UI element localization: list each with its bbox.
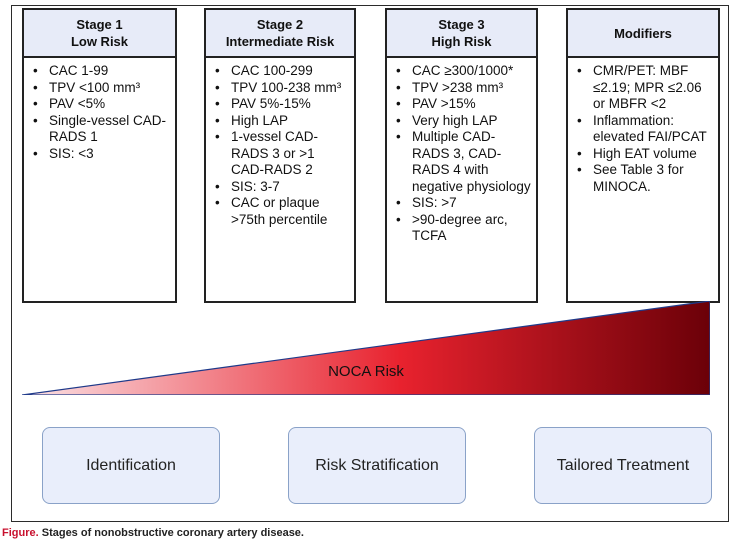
stage-1-item: CAC 1-99 bbox=[30, 63, 171, 80]
modifiers-item: CMR/PET: MBF ≤2.19; MPR ≤2.06 or MBFR <2 bbox=[574, 63, 714, 113]
stage-3-title: Stage 3 bbox=[438, 17, 485, 32]
stage-1-item: TPV <100 mm³ bbox=[30, 80, 171, 97]
stage-3-item: Multiple CAD-RADS 3, CAD-RADS 4 with neg… bbox=[393, 129, 532, 195]
stage-3-column: Stage 3 High Risk CAC ≥300/1000* TPV >23… bbox=[385, 8, 538, 303]
modifiers-title: Modifiers bbox=[614, 25, 672, 41]
stage-3-item: TPV >238 mm³ bbox=[393, 80, 532, 97]
stage-2-title: Stage 2 bbox=[256, 17, 304, 32]
stage-2-column: Stage 2 Intermediate Risk CAC 100-299 TP… bbox=[204, 8, 356, 303]
stage-3-item: CAC ≥300/1000* bbox=[393, 63, 532, 80]
stage-2-item: 1-vessel CAD-RADS 3 or >1 CAD-RADS 2 bbox=[212, 129, 350, 179]
stage-2-item: TPV 100-238 mm³ bbox=[212, 80, 350, 97]
stage-3-body: CAC ≥300/1000* TPV >238 mm³ PAV >15% Ver… bbox=[385, 58, 538, 303]
stage-1-item: SIS: <3 bbox=[30, 146, 171, 163]
outcome-risk-stratification: Risk Stratification bbox=[288, 427, 466, 504]
modifiers-item: High EAT volume bbox=[574, 146, 714, 163]
figure-caption-text: Stages of nonobstructive coronary artery… bbox=[38, 527, 304, 539]
outcome-tailored-treatment: Tailored Treatment bbox=[534, 427, 712, 504]
noca-risk-wedge: NOCA Risk bbox=[22, 301, 710, 395]
stage-3-header: Stage 3 High Risk bbox=[385, 8, 538, 58]
stage-2-item: CAC or plaque >75th percentile bbox=[212, 195, 350, 228]
stage-2-item: PAV 5%-15% bbox=[212, 96, 350, 113]
stage-3-item: Very high LAP bbox=[393, 113, 532, 130]
stage-1-title: Stage 1 bbox=[76, 17, 123, 32]
stage-1-body: CAC 1-99 TPV <100 mm³ PAV <5% Single-ves… bbox=[22, 58, 177, 303]
stage-1-header: Stage 1 Low Risk bbox=[22, 8, 177, 58]
stage-1-item: PAV <5% bbox=[30, 96, 171, 113]
stage-3-subtitle: High Risk bbox=[431, 34, 492, 49]
stage-2-item: High LAP bbox=[212, 113, 350, 130]
stage-1-item: Single-vessel CAD-RADS 1 bbox=[30, 113, 171, 146]
outcome-identification: Identification bbox=[42, 427, 220, 504]
risk-gradient-triangle bbox=[22, 301, 710, 395]
diagram-frame bbox=[11, 5, 729, 522]
stage-1-column: Stage 1 Low Risk CAC 1-99 TPV <100 mm³ P… bbox=[22, 8, 177, 303]
stage-1-subtitle: Low Risk bbox=[70, 34, 129, 49]
figure-caption: Figure. Stages of nonobstructive coronar… bbox=[2, 527, 304, 539]
modifiers-body: CMR/PET: MBF ≤2.19; MPR ≤2.06 or MBFR <2… bbox=[566, 58, 720, 303]
stage-2-body: CAC 100-299 TPV 100-238 mm³ PAV 5%-15% H… bbox=[204, 58, 356, 303]
modifiers-item: See Table 3 for MINOCA. bbox=[574, 162, 714, 195]
stage-2-header: Stage 2 Intermediate Risk bbox=[204, 8, 356, 58]
stage-2-subtitle: Intermediate Risk bbox=[225, 34, 335, 49]
modifiers-item: Inflammation: elevated FAI/PCAT bbox=[574, 113, 714, 146]
figure-caption-tag: Figure. bbox=[2, 527, 39, 539]
noca-risk-label: NOCA Risk bbox=[328, 363, 404, 380]
stage-3-item: PAV >15% bbox=[393, 96, 532, 113]
modifiers-column: Modifiers CMR/PET: MBF ≤2.19; MPR ≤2.06 … bbox=[566, 8, 720, 303]
stage-3-item: SIS: >7 bbox=[393, 195, 532, 212]
modifiers-header: Modifiers bbox=[566, 8, 720, 58]
stage-3-item: >90-degree arc, TCFA bbox=[393, 212, 532, 245]
risk-triangle-shape bbox=[22, 301, 710, 395]
stage-2-item: CAC 100-299 bbox=[212, 63, 350, 80]
stage-2-item: SIS: 3-7 bbox=[212, 179, 350, 196]
